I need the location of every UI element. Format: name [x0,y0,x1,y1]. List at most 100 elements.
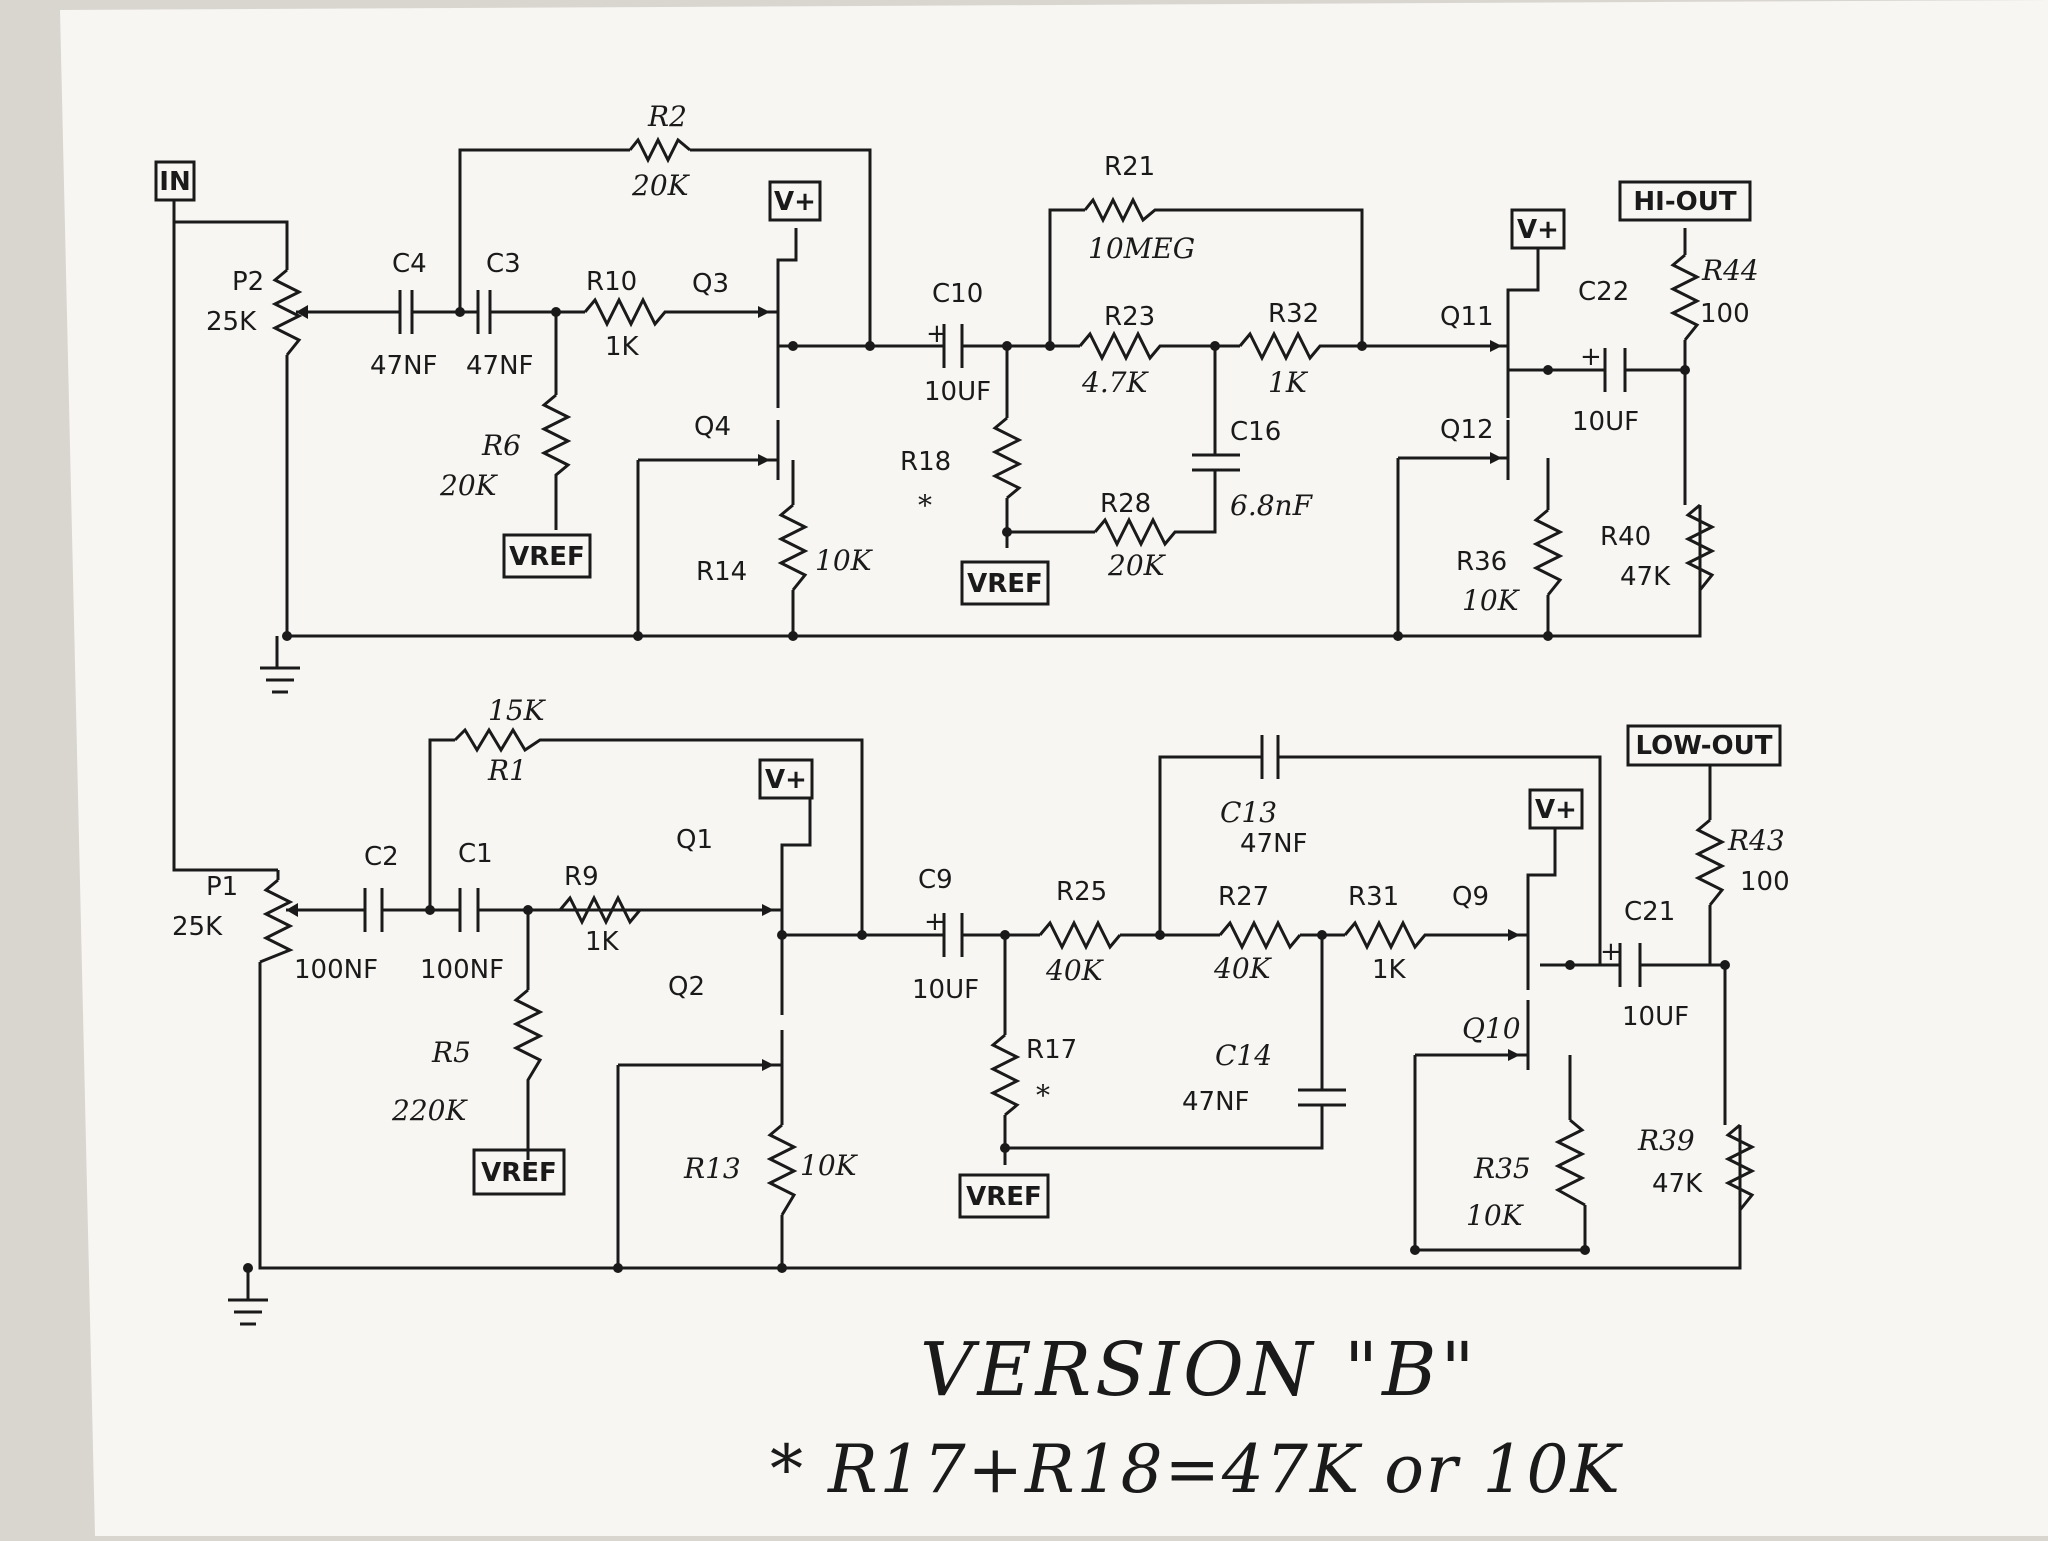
svg-text:LOW-OUT: LOW-OUT [1636,731,1773,761]
r28-symbol [1093,516,1185,548]
ground-icon [260,636,300,694]
c10-plus: + [926,319,948,349]
r39-name: R39 [1637,1124,1695,1157]
svg-text:VREF: VREF [509,542,585,572]
r13-value: 10K [800,1149,859,1182]
p2-name: P2 [232,267,264,297]
r2-name: R2 [647,100,687,133]
r13-symbol [766,1123,798,1216]
r27-name: R27 [1218,882,1269,912]
r18-value: * [918,489,932,522]
r10-name: R10 [586,267,637,297]
c2-name: C2 [364,842,399,872]
r27-symbol [1218,919,1302,951]
c14-value: 47NF [1182,1087,1250,1117]
vref-terminal: VREF [502,533,592,579]
q10-symbol [1500,1000,1530,1070]
q4-symbol [752,420,780,480]
c22-plus: + [1580,342,1602,372]
r23-value: 4.7K [1081,366,1150,399]
r32-symbol [1238,330,1330,362]
c1-name: C1 [458,839,493,869]
pot-wipers [286,305,314,917]
footnote: * R17+R18=47K or 10K [770,1431,1623,1508]
p1-name: P1 [206,872,238,902]
c16-name: C16 [1230,417,1281,447]
r43-value: 100 [1740,867,1790,897]
c2-symbol [363,888,384,932]
r14-symbol [777,503,809,591]
r2-symbol [628,136,691,164]
vplus-terminal: V+ [768,180,822,222]
r27-value: 40K [1213,952,1273,985]
svg-text:VREF: VREF [481,1158,557,1188]
svg-text:V+: V+ [774,187,816,217]
capacitor-symbols [363,290,1642,1120]
r36-symbol [1532,508,1564,596]
c13-symbol [1260,735,1280,779]
c4-symbol [398,290,414,334]
svg-text:V+: V+ [1517,215,1559,245]
c1-symbol [458,888,480,932]
p2-value: 25K [206,307,257,337]
c10-value: 10UF [924,377,991,407]
c3-name: C3 [486,249,521,279]
r18-symbol [991,416,1023,500]
r17-symbol [989,1033,1021,1117]
r44-value: 100 [1700,299,1750,329]
r39-symbol [1724,1123,1756,1211]
svg-text:VREF: VREF [966,1182,1042,1212]
vref-terminal: VREF [960,560,1050,606]
q11-symbol [1490,300,1510,360]
q10-label: Q10 [1462,1012,1521,1045]
r9-symbol [558,894,665,926]
c4-name: C4 [392,249,427,279]
r32-name: R32 [1268,299,1319,329]
q12-label: Q12 [1440,415,1494,445]
transistor-symbols [750,268,1530,1085]
in-terminal: IN [154,160,196,202]
svg-text:V+: V+ [765,765,807,795]
q9-symbol [1500,888,1530,950]
q1-label: Q1 [676,825,713,855]
c16-value: 6.8nF [1230,489,1314,522]
c9-value: 10UF [912,975,979,1005]
c9-plus: + [924,907,946,937]
r39-value: 47K [1652,1169,1703,1199]
p1-symbol [259,878,294,964]
r36-name: R36 [1456,547,1507,577]
c10-symbol [942,324,964,368]
svg-text:V+: V+ [1535,795,1577,825]
c3-value: 47NF [466,351,534,381]
r32-value: 1K [1268,366,1309,399]
r40-name: R40 [1600,522,1651,552]
q9-label: Q9 [1452,882,1489,912]
r21-name: R21 [1104,152,1155,182]
q3-label: Q3 [692,269,729,299]
q3-symbol [752,268,780,330]
r25-value: 40K [1045,954,1105,987]
c9-name: C9 [918,865,953,895]
resistor-symbols [259,136,1756,1216]
c21-value: 10UF [1622,1002,1689,1032]
r5-symbol [512,988,544,1160]
paper [60,0,2048,1536]
r14-name: R14 [696,557,747,587]
c21-name: C21 [1624,897,1675,927]
r40-value: 47K [1620,562,1671,592]
r23-name: R23 [1104,302,1155,332]
svg-text:IN: IN [159,167,190,197]
q2-symbol [752,1030,784,1085]
r5-value: 220K [391,1094,468,1127]
r23-symbol [1078,330,1170,362]
r21-symbol [1083,196,1165,224]
c22-symbol [1603,348,1627,392]
r6-name: R6 [481,429,521,462]
r44-name: R44 [1701,254,1759,287]
c22-name: C22 [1578,277,1629,307]
c16-symbol [1192,453,1240,532]
c3-symbol [476,290,492,334]
junctions [243,307,1730,1273]
r21-value: 10MEG [1088,232,1195,265]
r40-symbol [1684,503,1716,595]
